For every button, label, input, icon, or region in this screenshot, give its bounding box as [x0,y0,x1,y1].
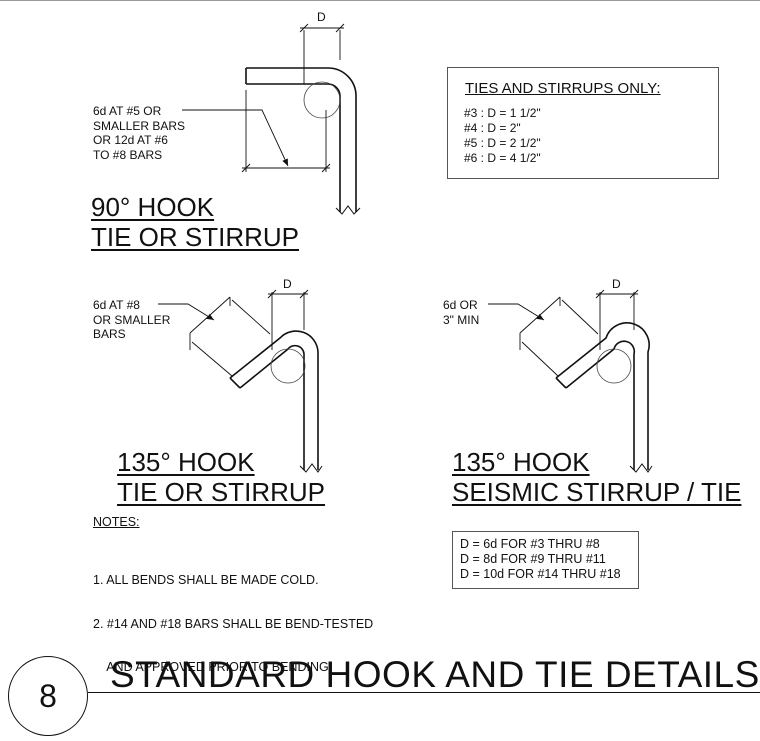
hook135-seismic-note-line: 6d OR [443,298,478,312]
d-legend-line: D = 6d FOR #3 THRU #8 [460,537,600,551]
hook90-note-line: OR 12d AT #6 [93,133,168,147]
ties-box-line: #4 : D = 2" [464,121,521,135]
detail-number: 8 [39,677,57,714]
hook135-note-line: BARS [93,327,126,341]
hook90-dimension-label: D [317,10,326,24]
hook135-seismic-title-line: 135° HOOK [452,447,590,477]
hook135-dimension-label: D [283,277,292,291]
hook90-title-line: TIE OR STIRRUP [91,222,300,252]
drawing-title: STANDARD HOOK AND TIE DETAILS [110,654,760,695]
hook135-bend-circle [270,348,306,384]
hook135-dimension-lines [158,289,309,377]
hook90-note-line: SMALLER BARS [93,118,186,133]
notes-line: AND APPROVED PRIOR TO BENDING. [93,660,333,674]
hook90-note: 6d AT #5 OR SMALLER BARS OR 12d AT #6 TO… [93,104,185,162]
hook135-seismic-title-line: SEISMIC STIRRUP / TIE [452,477,742,507]
hook135-note-line: 6d AT #8 [93,298,140,312]
hook135-seismic-note: 6d OR 3" MIN [443,298,479,327]
hook135-title-line: 135° HOOK [117,447,255,477]
hook90-bar [245,67,357,212]
ties-and-stirrups-box: TIES AND STIRRUPS ONLY: #3 : D = 1 1/2" … [447,67,719,179]
hook135-seismic-dimension-label: D [612,277,621,291]
hook90-note-line: 6d AT #5 OR [93,104,162,118]
d-legend-box: D = 6d FOR #3 THRU #8 D = 8d FOR #9 THRU… [452,531,639,589]
hook90-title: 90° HOOK TIE OR STIRRUP [91,192,299,252]
d-legend-line: D = 10d FOR #14 THRU #18 [460,567,621,581]
notes-heading: NOTES: [93,515,140,529]
hook90-break-line [335,205,361,215]
hook135-note-line: OR SMALLER [93,312,171,327]
title-underline [88,692,760,693]
hook90-note-line: TO #8 BARS [93,147,163,162]
hook90-bend-circle [303,81,341,119]
ties-box-line: #6 : D = 4 1/2" [464,151,541,165]
hook90-title-line: 90° HOOK [91,192,215,222]
hook135-seismic-dimension-lines [488,289,639,377]
notes-line: 1. ALL BENDS SHALL BE MADE COLD. [93,573,319,587]
ties-box-line: #3 : D = 1 1/2" [464,106,541,120]
hook135-seismic-note-line: 3" MIN [443,312,480,327]
ties-box-title: TIES AND STIRRUPS ONLY: [465,80,661,97]
notes-line: 2. #14 AND #18 BARS SHALL BE BEND-TESTED [93,616,374,631]
hook135-title: 135° HOOK TIE OR STIRRUP [117,447,325,507]
hook90-dimension-lines [182,23,345,173]
hook135-note: 6d AT #8 OR SMALLER BARS [93,298,170,342]
ties-box-lines: #3 : D = 1 1/2" #4 : D = 2" #5 : D = 2 1… [464,106,541,166]
ties-box-line: #5 : D = 2 1/2" [464,136,541,150]
detail-number-circle: 8 [8,656,88,736]
hook135-seismic-title: 135° HOOK SEISMIC STIRRUP / TIE [452,447,741,507]
sheet-top-border [0,0,760,1]
hook135-seismic-break-line [629,463,653,473]
d-legend-lines: D = 6d FOR #3 THRU #8 D = 8d FOR #9 THRU… [460,537,621,582]
hook135-seismic-bend-circle [596,348,632,384]
hook135-title-line: TIE OR STIRRUP [117,477,326,507]
d-legend-line: D = 8d FOR #9 THRU #11 [460,552,606,566]
notes-list: 1. ALL BENDS SHALL BE MADE COLD. 2. #14 … [93,544,373,689]
hook135-break-line [299,463,323,473]
